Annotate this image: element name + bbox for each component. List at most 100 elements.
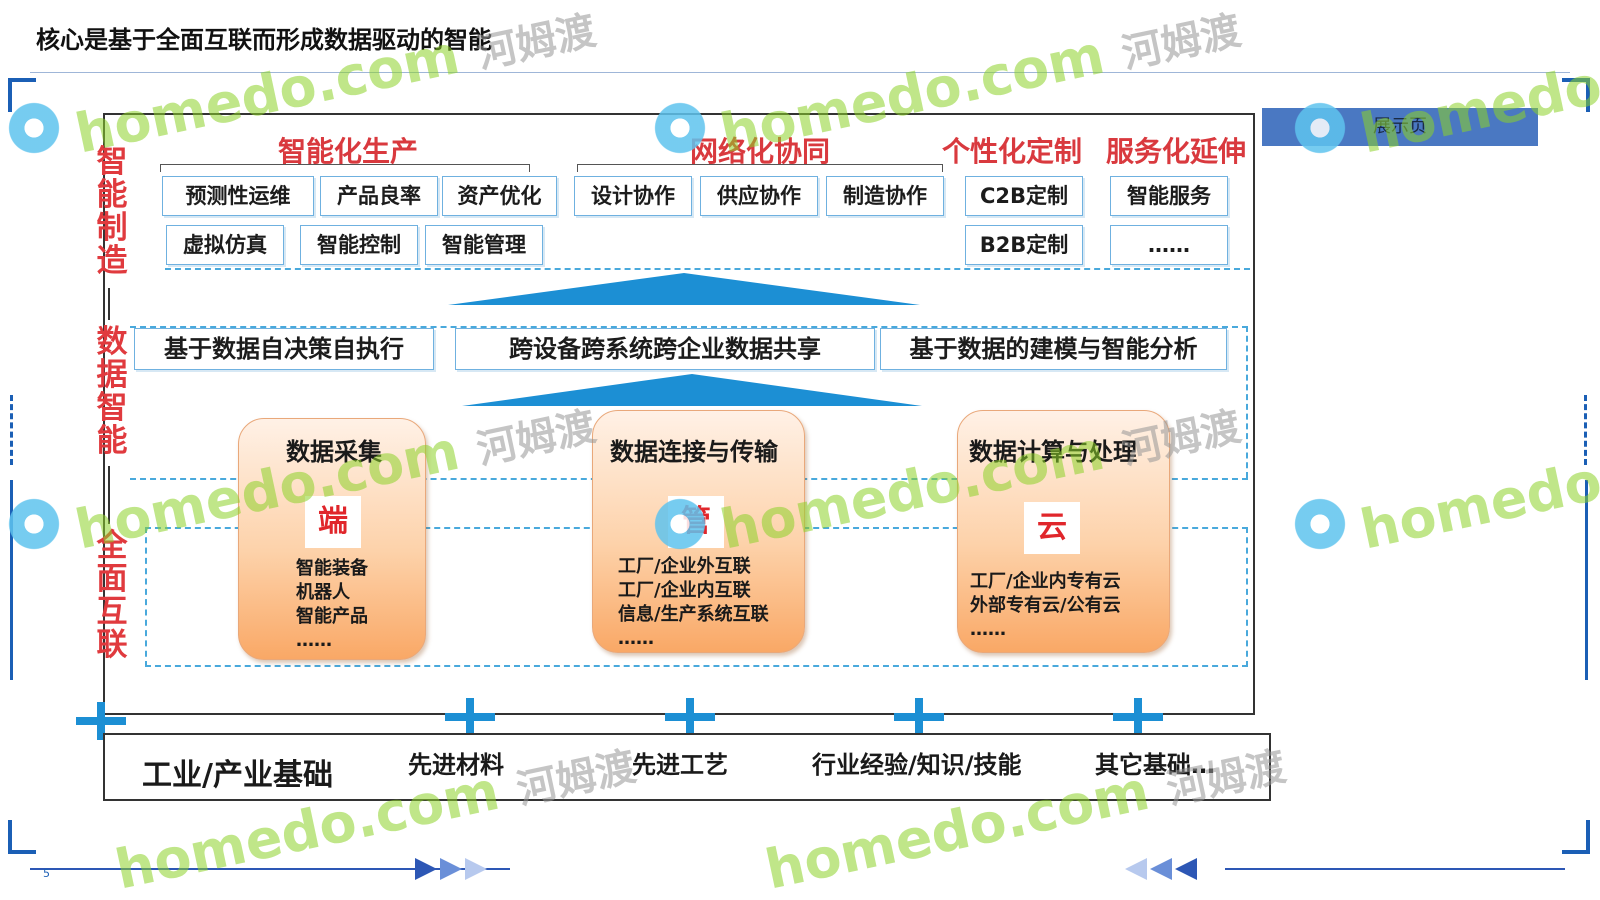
pill-line: 机器人 (296, 582, 350, 603)
box-intelligent-control: 智能控制 (300, 225, 418, 265)
corner-bracket-top-right (1562, 78, 1590, 112)
footer-chevron (465, 858, 487, 880)
pill-line: 智能装备 (296, 558, 368, 579)
dashed-separator (165, 268, 1250, 270)
side-label-char: 能 (96, 177, 128, 213)
footer-chevron (415, 858, 437, 880)
side-label-char: 智 (96, 144, 128, 180)
group-title-networked-collaboration: 网络化协同 (690, 135, 831, 168)
footer-line-right (1225, 868, 1565, 870)
pill-title-data-transmission: 数据连接与传输 (610, 438, 778, 466)
base-item-advanced-process: 先进工艺 (632, 751, 728, 779)
upward-arrow-triangle (462, 374, 922, 406)
right-side-dash (1584, 395, 1587, 465)
page-title: 核心是基于全面互联而形成数据驱动的智能 (36, 26, 492, 54)
side-label-intelligent-manufacturing: 智 能 制 造 (92, 146, 132, 278)
watermark-cn: 河姆渡 (472, 7, 600, 78)
base-item-industry-experience: 行业经验/知识/技能 (812, 751, 1022, 779)
box-predictive-maintenance: 预测性运维 (162, 176, 314, 216)
box-cross-system-data-sharing: 跨设备跨系统跨企业数据共享 (455, 328, 875, 370)
box-data-driven-self-decision: 基于数据自决策自执行 (134, 328, 434, 370)
industry-foundation-frame (103, 733, 1271, 801)
watermark-flower-icon (4, 494, 64, 554)
pill-line: …… (296, 630, 332, 651)
base-label-industry-foundation: 工业/产业基础 (142, 758, 333, 793)
watermark-flower-icon (650, 494, 710, 554)
group-title-service-extension: 服务化延伸 (1106, 135, 1247, 168)
right-side-bar (1585, 480, 1588, 680)
left-side-bar (10, 480, 13, 680)
box-service-more: …… (1110, 225, 1228, 265)
upward-arrow-triangle (448, 273, 920, 305)
pill-line: 智能产品 (296, 606, 368, 627)
base-item-advanced-materials: 先进材料 (408, 751, 504, 779)
side-label-char: 制 (96, 210, 128, 246)
pill-lines-data-computing: 工厂/企业内专有云 外部专有云/公有云 …… (970, 570, 1121, 642)
pill-line: 工厂/企业内互联 (618, 580, 751, 601)
side-divider (108, 288, 110, 320)
box-virtual-simulation: 虚拟仿真 (166, 225, 284, 265)
watermark-flower-icon (1290, 98, 1350, 158)
watermark-cn: 河姆渡 (1162, 743, 1290, 814)
box-manufacturing-collaboration: 制造协作 (826, 176, 944, 216)
side-label-char: 数 (96, 324, 128, 360)
box-product-yield: 产品良率 (320, 176, 438, 216)
plus-icon (76, 702, 126, 740)
corner-bracket-bottom-left (8, 820, 36, 854)
box-data-modeling-analysis: 基于数据的建模与智能分析 (880, 328, 1227, 370)
group-brace-production (160, 164, 530, 172)
pill-line: …… (970, 619, 1006, 640)
group-title-intelligent-production: 智能化生产 (278, 135, 419, 168)
box-intelligent-management: 智能管理 (425, 225, 543, 265)
plus-icon (665, 698, 715, 736)
plus-icon (894, 698, 944, 736)
box-design-collaboration: 设计协作 (574, 176, 692, 216)
page-number: 5 (43, 867, 50, 880)
side-label-char: 据 (96, 357, 128, 393)
watermark: homedo.com (1355, 419, 1600, 562)
group-brace-network (577, 164, 943, 172)
pill-title-data-computing: 数据计算与处理 (969, 438, 1137, 466)
watermark-flower-icon (650, 98, 710, 158)
badge-edge: 端 (305, 496, 361, 548)
corner-bracket-top-left (8, 78, 36, 112)
corner-bracket-bottom-right (1562, 820, 1590, 854)
watermark-flower-icon (4, 98, 64, 158)
box-asset-optimization: 资产优化 (442, 176, 557, 216)
watermark-brand: homedo.com (1355, 418, 1600, 562)
footer-chevron (1150, 858, 1172, 880)
side-label-full-interconnection: 全 面 互 联 (92, 530, 132, 662)
side-label-char: 全 (96, 528, 128, 564)
box-supply-collaboration: 供应协作 (700, 176, 818, 216)
watermark-cn: 河姆渡 (512, 743, 640, 814)
pill-line: 外部专有云/公有云 (970, 595, 1121, 616)
side-label-char: 互 (96, 594, 128, 630)
side-label-char: 面 (96, 561, 128, 597)
side-divider (108, 466, 110, 524)
pill-line: …… (618, 628, 654, 649)
pill-line: 工厂/企业内专有云 (970, 571, 1121, 592)
plus-icon (1113, 698, 1163, 736)
pill-line: 工厂/企业外互联 (618, 556, 751, 577)
footer-chevron (1125, 858, 1147, 880)
base-item-other-foundations: 其它基础… (1095, 751, 1215, 779)
title-underline (30, 72, 1570, 73)
side-label-char: 造 (96, 243, 128, 279)
pill-title-data-collection: 数据采集 (286, 438, 382, 466)
pill-lines-data-transmission: 工厂/企业外互联 工厂/企业内互联 信息/生产系统互联 …… (618, 555, 769, 651)
footer-chevron (1175, 858, 1197, 880)
box-c2b-customization: C2B定制 (965, 176, 1083, 216)
side-label-char: 联 (96, 627, 128, 663)
watermark-flower-icon (1290, 494, 1350, 554)
pill-line: 信息/生产系统互联 (618, 604, 769, 625)
watermark-cn: 河姆渡 (1117, 7, 1245, 78)
side-label-data-intelligence: 数 据 智 能 (92, 326, 132, 458)
group-title-personalized-customization: 个性化定制 (942, 135, 1083, 168)
side-label-char: 智 (96, 390, 128, 426)
box-smart-service: 智能服务 (1110, 176, 1228, 216)
left-side-dash (10, 395, 13, 465)
pill-lines-data-collection: 智能装备 机器人 智能产品 …… (296, 557, 368, 653)
footer-line-left (30, 868, 510, 870)
plus-icon (445, 698, 495, 736)
badge-cloud: 云 (1024, 502, 1080, 554)
